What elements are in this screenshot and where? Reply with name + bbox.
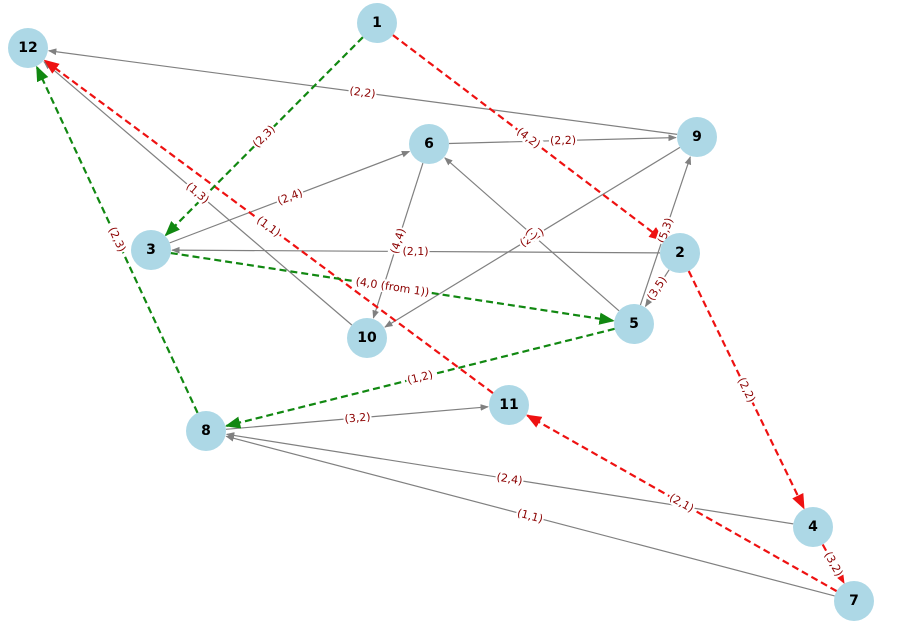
edge-label-background (643, 273, 671, 304)
node-7[interactable]: 7 (834, 581, 874, 621)
edge-label-text: (2,3) (106, 225, 129, 254)
node-label: 7 (849, 593, 859, 609)
edge-label-background (182, 178, 213, 208)
edge-label-background (387, 225, 409, 257)
edge-label-text: (2,2) (349, 84, 377, 100)
edge-label-4-7: (3,2) (821, 548, 846, 580)
node-circle (834, 581, 874, 621)
edge-label-2-5: (3,5) (643, 273, 671, 304)
node-label: 8 (201, 423, 211, 439)
node-6[interactable]: 6 (409, 124, 449, 164)
node-8[interactable]: 8 (186, 411, 226, 451)
edge-label-background (353, 274, 432, 300)
node-circle (131, 230, 171, 270)
edge-label-2-4: (2,2) (734, 374, 759, 406)
edge-label-background (654, 215, 677, 246)
node-label: 9 (692, 129, 702, 145)
edge-label-11-12: (1,1) (253, 212, 284, 241)
edge-label-text: (2,1) (667, 491, 696, 515)
node-circle (357, 3, 397, 43)
node-12[interactable]: 12 (8, 28, 48, 68)
node-label: 2 (675, 245, 685, 261)
edge-label-background (494, 470, 525, 488)
node-circle (660, 233, 700, 273)
edges-layer (35, 34, 845, 597)
edge-label-text: (3,2) (344, 410, 371, 425)
node-2[interactable]: 2 (660, 233, 700, 273)
edge-label-4-8: (2,4) (494, 470, 525, 488)
edge-label-text: (2,2) (735, 375, 758, 404)
edge-label-5-8: (1,2) (404, 367, 436, 388)
edge-label-8-12: (2,3) (105, 224, 129, 255)
edge-labels-layer: (2,2)(2,2)(2,4)(4,4)(2,1)(2,2)(·)(5,3)(3… (105, 84, 846, 580)
edge-label-8-11: (3,2) (342, 410, 373, 426)
node-4[interactable]: 4 (793, 507, 833, 547)
edge-label-text: (1,2) (406, 368, 434, 387)
edge-label-background (548, 133, 578, 148)
node-label: 5 (629, 316, 639, 332)
node-circle (347, 318, 387, 358)
node-5[interactable]: 5 (614, 304, 654, 344)
edge-label-background (666, 490, 697, 516)
edge-label-background (514, 506, 546, 526)
node-9[interactable]: 9 (677, 117, 717, 157)
node-label: 10 (357, 330, 377, 346)
edge-label-9-12: (2,2) (347, 84, 378, 101)
edge-label-text: (2,2) (550, 134, 576, 148)
edge-label-text: (2,4) (496, 471, 524, 488)
node-circle (793, 507, 833, 547)
edge-label-background (521, 224, 542, 244)
node-label: 4 (808, 519, 818, 535)
edge-label-background (105, 224, 129, 255)
node-10[interactable]: 10 (347, 318, 387, 358)
edge-label-background (342, 410, 373, 426)
node-11[interactable]: 11 (489, 385, 529, 425)
edge-label-background (249, 121, 279, 152)
edge-label-background (401, 244, 430, 259)
edge-label-7-8: (1,1) (514, 506, 546, 526)
edge-label-background (513, 124, 544, 152)
node-label: 11 (499, 397, 518, 413)
edge-label-background (404, 367, 436, 388)
node-label: 6 (424, 136, 434, 152)
node-label: 1 (372, 15, 382, 31)
node-circle (677, 117, 717, 157)
node-label: 12 (18, 40, 37, 56)
edge-label-2-3: (2,1) (401, 244, 430, 259)
edge-label-background (253, 212, 284, 241)
node-label: 3 (146, 242, 156, 258)
edge-label-5-6: (·) (521, 224, 542, 244)
edge-label-7-11: (2,1) (666, 490, 697, 516)
edge-label-text: (2,1) (402, 245, 428, 258)
edge-label-background (821, 548, 846, 580)
node-3[interactable]: 3 (131, 230, 171, 270)
node-circle (409, 124, 449, 164)
edge-label-1-2: (4,2) (513, 124, 544, 152)
edge-label-3-6: (2,4) (274, 185, 306, 209)
edge-label-3-5: (4,0 (from 1)) (353, 274, 432, 300)
edge-label-text: (4,0 (from 1)) (355, 275, 430, 299)
node-1[interactable]: 1 (357, 3, 397, 43)
edge-label-background (347, 84, 378, 101)
edge-label-6-9: (2,2) (548, 133, 578, 148)
node-circle (614, 304, 654, 344)
edge-label-text: (1,1) (516, 506, 545, 525)
edge-label-background (734, 374, 759, 406)
edge-label-background (274, 185, 306, 209)
edge-label-text: (2,4) (276, 186, 305, 207)
node-circle (489, 385, 529, 425)
node-circle (186, 411, 226, 451)
edge-label-text: (3,2) (821, 549, 845, 578)
node-circle (8, 28, 48, 68)
